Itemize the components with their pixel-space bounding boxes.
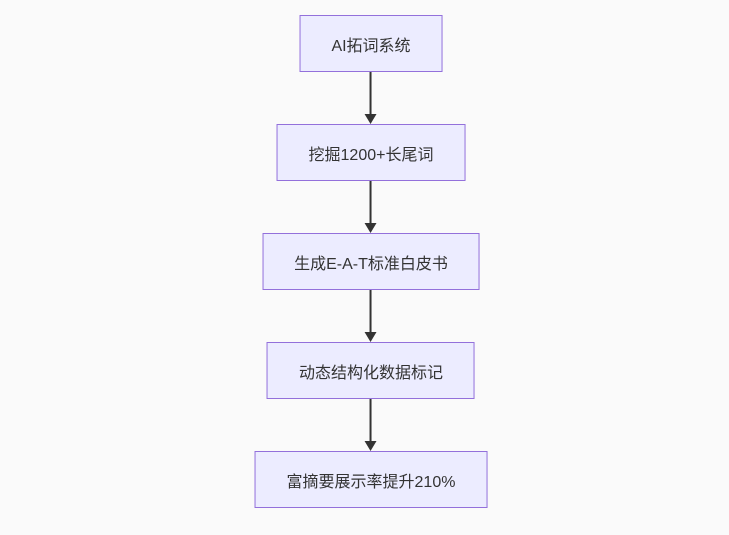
node-label: 挖掘1200+长尾词 [308,146,434,164]
arrow-down-2 [365,181,377,233]
flowchart-node-structured-data: 动态结构化数据标记 [266,342,475,399]
arrow-down-3 [365,290,377,342]
flowchart-node-rich-snippet-result: 富摘要展示率提升210% [254,451,488,508]
arrow-down-1 [365,72,377,124]
flowchart: AI拓词系统 挖掘1200+长尾词 生成E-A-T标准白皮书 动态结构化数据标记… [254,15,488,508]
arrow-line [370,290,372,332]
arrowhead-icon [365,223,377,233]
arrow-line [370,399,372,441]
arrowhead-icon [365,441,377,451]
arrow-line [370,72,372,114]
node-label: 动态结构化数据标记 [298,364,443,382]
node-label: AI拓词系统 [331,37,411,55]
node-label: 生成E-A-T标准白皮书 [294,255,448,273]
flowchart-node-eat-whitepaper: 生成E-A-T标准白皮书 [262,233,480,290]
flowchart-node-ai-system: AI拓词系统 [299,15,443,72]
flowchart-node-longtail-mining: 挖掘1200+长尾词 [276,124,466,181]
arrowhead-icon [365,332,377,342]
node-label: 富摘要展示率提升210% [286,473,456,491]
arrowhead-icon [365,114,377,124]
arrow-line [370,181,372,223]
arrow-down-4 [365,399,377,451]
